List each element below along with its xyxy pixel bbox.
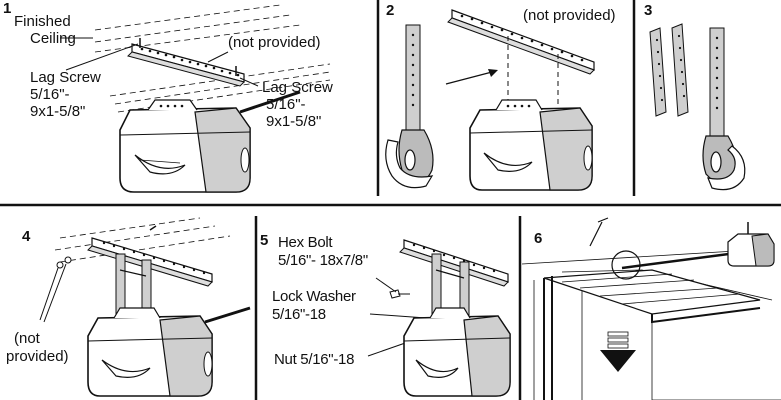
opener-motor bbox=[403, 307, 511, 397]
lag-screw-right-label-line2: 5/16"- bbox=[266, 96, 306, 113]
hand-shears bbox=[702, 135, 746, 191]
step-5-illustration bbox=[367, 239, 511, 397]
opener-motor bbox=[727, 222, 775, 267]
step-5-panel: 5 Hex Bolt 5/16"- 18x7/8" Lock Washer 5/… bbox=[258, 210, 518, 400]
lock-washer-label-line1: Lock Washer bbox=[272, 288, 356, 305]
not-provided-label-line1: (not bbox=[14, 330, 40, 347]
step-4-panel: 4 (not provided) bbox=[0, 210, 254, 400]
step-number: 1 bbox=[3, 0, 12, 17]
lag-screw-right-label-line1: Lag Screw bbox=[262, 79, 333, 96]
step-6-panel: 6 bbox=[522, 210, 781, 400]
step-2-panel: 2 (not provided) bbox=[380, 0, 632, 200]
hanger-strap bbox=[405, 24, 421, 131]
step-2-illustration bbox=[385, 9, 595, 191]
hand-shears bbox=[385, 129, 434, 189]
not-provided-label-line2: provided) bbox=[6, 348, 69, 365]
step-1-panel: 1 Finished Ceiling (not provided) Lag Sc… bbox=[0, 0, 376, 200]
angle-iron bbox=[399, 239, 509, 287]
hanger-strap bbox=[709, 27, 725, 139]
not-provided-label: (not provided) bbox=[228, 34, 321, 51]
not-provided-label: (not provided) bbox=[523, 7, 616, 24]
step-number: 2 bbox=[386, 2, 395, 19]
lag-screw-right-label-line3: 9x1-5/8" bbox=[266, 113, 322, 130]
angle-iron bbox=[127, 38, 245, 87]
lag-screw-left-label-line2: 5/16"- bbox=[30, 86, 70, 103]
finished-ceiling-label-line1: Finished bbox=[14, 13, 71, 30]
garage-door bbox=[543, 269, 761, 400]
step-1-illustration bbox=[60, 4, 331, 193]
opener-motor bbox=[87, 306, 251, 397]
opener-motor bbox=[119, 90, 301, 193]
step-3-panel: 3 bbox=[636, 0, 781, 200]
nut-label: Nut 5/16"-18 bbox=[274, 351, 355, 368]
hex-bolt-label-line1: Hex Bolt bbox=[278, 234, 333, 251]
step-number: 6 bbox=[534, 230, 543, 247]
direction-arrow bbox=[600, 331, 636, 372]
lag-screw-left-label-line1: Lag Screw bbox=[30, 69, 101, 86]
step-4-illustration bbox=[39, 217, 251, 397]
highlight-circle bbox=[611, 250, 641, 280]
lock-washer-label-line2: 5/16"-18 bbox=[272, 306, 326, 323]
finished-ceiling-label-line2: Ceiling bbox=[30, 30, 76, 47]
opener-motor bbox=[469, 99, 593, 191]
hex-bolt bbox=[389, 289, 410, 299]
hex-bolt-label-line2: 5/16"- 18x7/8" bbox=[278, 252, 368, 269]
cut-strap-pieces bbox=[649, 23, 689, 117]
step-3-illustration bbox=[649, 23, 746, 191]
step-number: 5 bbox=[260, 232, 269, 249]
step-number: 3 bbox=[644, 2, 653, 19]
step-number: 4 bbox=[22, 228, 31, 245]
lag-screws bbox=[56, 256, 72, 269]
lag-screw-left-label-line3: 9x1-5/8" bbox=[30, 103, 86, 120]
ceiling-lines bbox=[54, 217, 231, 263]
step-6-illustration bbox=[522, 217, 781, 400]
